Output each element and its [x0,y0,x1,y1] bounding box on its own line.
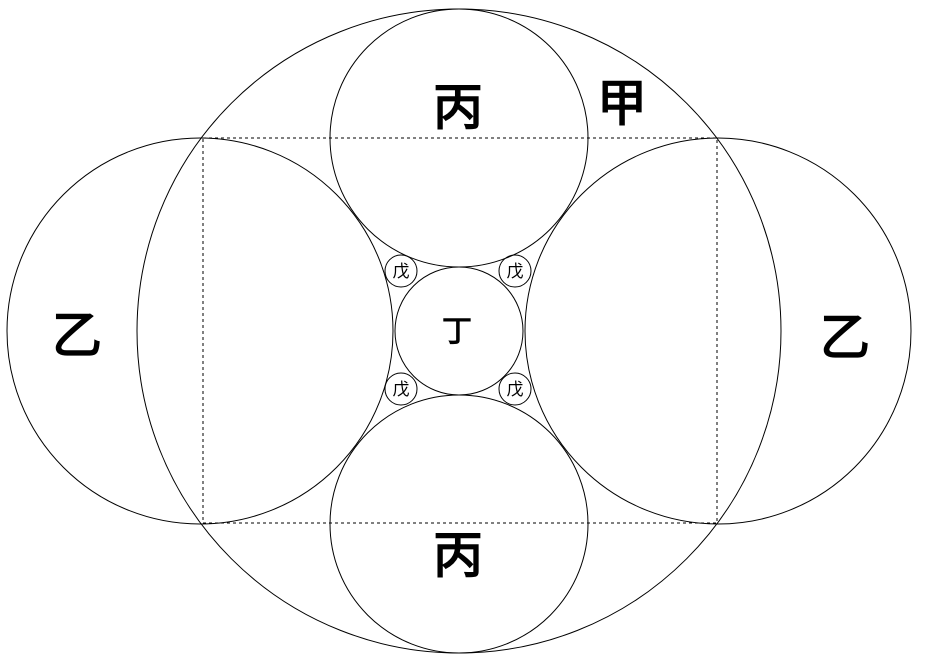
label-center-circle: 丁 [442,315,472,350]
label-top-circle: 丙 [433,78,483,137]
label-bottom-circle: 丙 [433,526,483,585]
small-circle-top-right [498,254,532,288]
top-circle [329,8,589,268]
side-circle-left [6,137,394,525]
label-small-circle-top-right: 戊 [507,262,524,282]
bottom-circle [329,394,589,654]
label-side-circle-right: 乙 [820,308,870,367]
label-small-circle-bottom-right: 戊 [507,380,524,400]
center-circle [394,266,524,396]
label-small-circle-top-left: 戊 [393,262,410,282]
small-circle-bottom-right [498,372,532,406]
label-small-circle-bottom-left: 戊 [393,380,410,400]
label-side-circle-left: 乙 [52,306,102,365]
small-circle-top-left [384,254,418,288]
side-circle-right [524,137,912,525]
small-circle-bottom-left [384,372,418,406]
label-outer-circle: 甲 [597,74,647,133]
